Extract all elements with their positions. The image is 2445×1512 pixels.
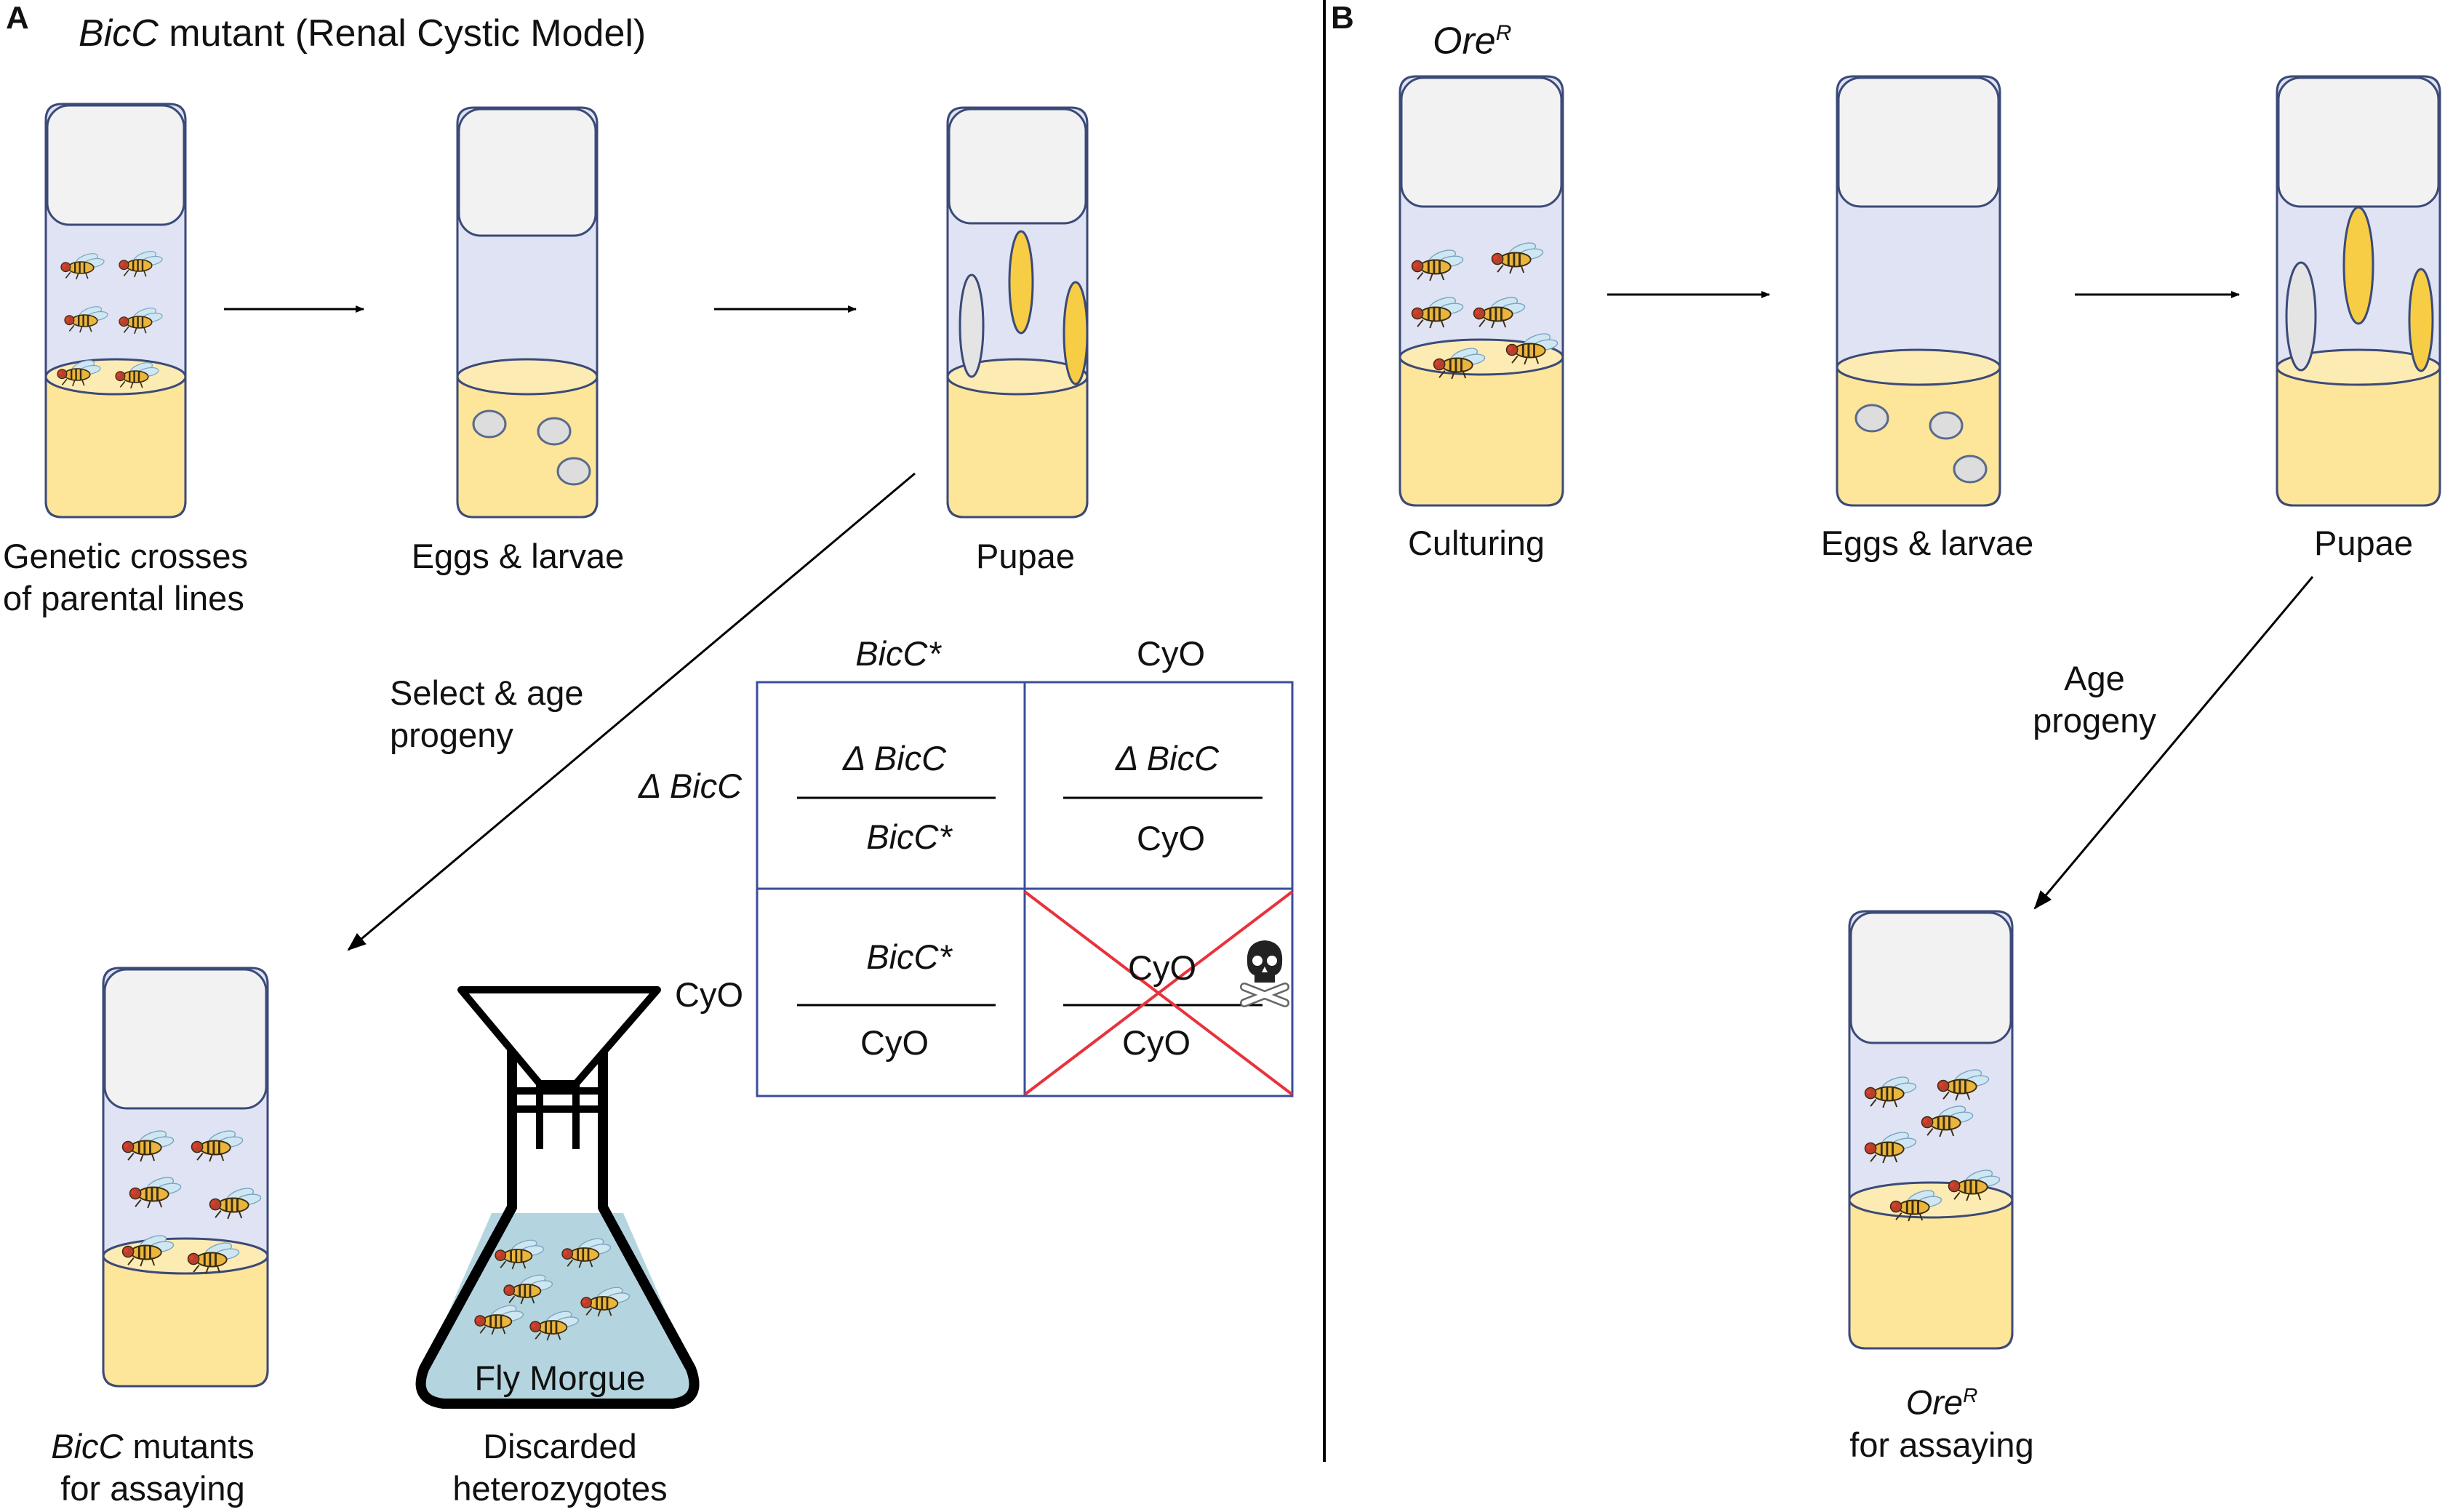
punnett-cell-4-top: CyO [1128, 948, 1196, 987]
punnett-cell-1-top: Δ BicC [842, 739, 947, 777]
panel-b-title-sup: R [1495, 21, 1512, 45]
lethal-cross-line [1023, 890, 1294, 1096]
caption-discarded-line2: heterozygotes [452, 1469, 668, 1508]
vial-orer-assaying [1848, 910, 2014, 1350]
punnett-row-header-1: Δ BicC [639, 767, 743, 805]
punnett-cell-4-bottom: CyO [1122, 1023, 1191, 1062]
panel-a-title-italic: BicC [79, 12, 159, 55]
panel-b-title: OreR [1433, 10, 1511, 64]
pupa [1063, 281, 1089, 385]
caption-discarded: Discarded heterozygotes [429, 1425, 691, 1510]
caption-orer-assaying: OreR for assaying [1811, 1375, 2073, 1466]
caption-bicc-mutants-rest: mutants [123, 1427, 255, 1465]
arrow-label-age: Age progeny [1985, 657, 2204, 742]
egg [1854, 404, 1889, 433]
flask-label: Fly Morgue [474, 1359, 646, 1397]
arrow-label-select-age-line1: Select & age [390, 673, 584, 712]
fly-morgue-flask [415, 986, 700, 1409]
caption-orer-main: Ore [1905, 1383, 1964, 1422]
vial-genetic-crosses [44, 103, 187, 519]
caption-bicc-mutants-italic: BicC [51, 1427, 124, 1465]
caption-bicc-mutants: BicC mutants for assaying [29, 1425, 276, 1510]
vial-bicc-mutants [102, 967, 269, 1388]
arrow-pupae-to-mutants [347, 472, 916, 951]
arrow-label-age-line1: Age [2064, 659, 2125, 697]
egg [1953, 455, 1988, 484]
egg [556, 457, 591, 486]
caption-pupae-b: Pupae [2314, 524, 2413, 562]
pupa [2285, 261, 2317, 372]
caption-bicc-mutants-line2: for assaying [60, 1469, 245, 1508]
punnett-row-header-2: CyO [675, 975, 743, 1014]
punnett-cell-3-top: BicC* [866, 937, 952, 976]
caption-eggs-larvae-b: Eggs & larvae [1820, 524, 2034, 562]
panel-a-title: BicC mutant (Renal Cystic Model) [79, 10, 646, 57]
punnett-cell-1-bottom: BicC* [866, 817, 952, 856]
pupa [959, 273, 985, 378]
caption-genetic-crosses: Genetic crosses of parental lines [3, 535, 248, 620]
egg [537, 417, 572, 446]
panel-a-title-rest: mutant (Renal Cystic Model) [158, 12, 647, 55]
caption-bicc-mutants-line1: BicC mutants [29, 1425, 276, 1468]
egg [472, 409, 507, 439]
punnett-col-header-2: CyO [1137, 634, 1205, 673]
pupa [2408, 268, 2434, 372]
vial-eggs-larvae-b [1836, 75, 2001, 507]
arrow-label-select-age-line2: progeny [390, 716, 513, 754]
arrow-pupae-to-orer [2033, 576, 2314, 910]
punnett-cell-3-bottom: CyO [860, 1023, 929, 1062]
punnett-square [756, 681, 1294, 1097]
vial-pupae-a [946, 106, 1089, 519]
caption-genetic-crosses-line2: of parental lines [3, 579, 244, 617]
caption-culturing: Culturing [1407, 524, 1545, 562]
vial-eggs-larvae-a [456, 106, 599, 519]
caption-orer-line2: for assaying [1849, 1425, 2034, 1464]
panel-b-letter: B [1331, 0, 1354, 36]
caption-genetic-crosses-line1: Genetic crosses [3, 537, 248, 575]
punnett-cell-2-top: Δ BicC [1115, 739, 1220, 777]
skull-crossbones-icon [1240, 940, 1289, 1007]
punnett-cell-2-bottom: CyO [1137, 819, 1205, 857]
panel-a-letter: A [6, 0, 29, 36]
egg [1929, 411, 1964, 440]
arrow-label-select-age: Select & age progeny [390, 672, 584, 756]
pupa [1008, 230, 1034, 335]
panel-b-title-main: Ore [1433, 20, 1496, 63]
caption-discarded-line1: Discarded [483, 1427, 637, 1465]
vial-pupae-b [2276, 75, 2441, 507]
caption-eggs-larvae-a: Eggs & larvae [411, 537, 625, 575]
caption-orer-line1: OreR [1811, 1375, 2073, 1424]
arrow-label-age-line2: progeny [2033, 701, 2156, 740]
vial-culturing [1398, 75, 1564, 507]
pupa [2342, 206, 2374, 325]
caption-orer-sup: R [1963, 1384, 1978, 1407]
punnett-col-header-1: BicC* [855, 634, 941, 673]
caption-pupae-a: Pupae [976, 537, 1075, 575]
